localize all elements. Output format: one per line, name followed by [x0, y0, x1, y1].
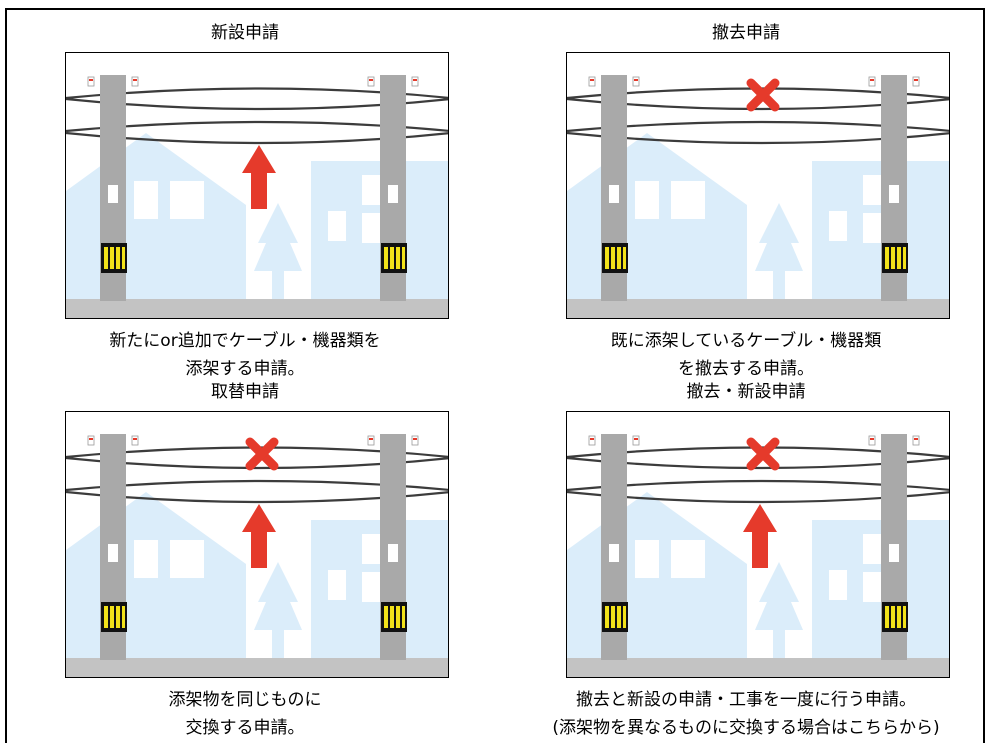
pole-illustration [65, 411, 449, 678]
transformer-icon [602, 243, 628, 273]
caption-line: 添架物を同じものに [168, 690, 322, 710]
ground [567, 658, 949, 677]
tree-icon [254, 562, 302, 660]
transformer-icon [101, 602, 127, 632]
caption-line: 撤去と新設の申請・工事を一度に行う申請。 [576, 690, 916, 710]
tree-icon [755, 203, 803, 301]
tree-icon [755, 562, 803, 660]
cross-icon [245, 437, 279, 471]
panel-title: 撤去申請 [712, 23, 780, 43]
utility-pole-icon [588, 75, 640, 301]
utility-pole-icon [367, 75, 419, 301]
utility-pole-icon [868, 75, 920, 301]
caption-line: 新たにor追加でケーブル・機器類を [109, 331, 381, 351]
transformer-icon [882, 243, 908, 273]
caption-line: (添架物を異なるものに交換する場合はこちらから) [552, 718, 940, 738]
up-arrow-icon [242, 145, 276, 209]
pole-illustration [566, 411, 950, 678]
ground [66, 299, 448, 318]
utility-pole-icon [87, 75, 139, 301]
panel-caption: 撤去と新設の申請・工事を一度に行う申請。 (添架物を異なるものに交換する場合はこ… [496, 686, 990, 742]
caption-line: 既に添架しているケーブル・機器類 [610, 331, 882, 351]
transformer-icon [101, 243, 127, 273]
caption-line: 交換する申請。 [185, 718, 305, 738]
ground [567, 299, 949, 318]
up-arrow-icon [242, 504, 276, 568]
transformer-icon [882, 602, 908, 632]
utility-pole-icon [87, 434, 139, 660]
utility-pole-icon [367, 434, 419, 660]
tree-icon [254, 203, 302, 301]
panel-title: 新設申請 [211, 23, 279, 43]
panel-title: 取替申請 [211, 382, 279, 402]
up-arrow-icon [743, 504, 777, 568]
cross-icon [746, 78, 780, 112]
panel-caption: 添架物を同じものに 交換する申請。 [0, 686, 495, 742]
utility-pole-icon [868, 434, 920, 660]
caption-line: を撤去する申請。 [678, 359, 814, 379]
diagram-frame: 新設申請 [5, 8, 985, 743]
cross-icon [746, 437, 780, 471]
transformer-icon [381, 602, 407, 632]
transformer-icon [381, 243, 407, 273]
caption-line: 添架する申請。 [185, 359, 305, 379]
panel-caption: 既に添架しているケーブル・機器類 を撤去する申請。 [496, 327, 990, 383]
pole-illustration [65, 52, 449, 319]
utility-pole-icon [588, 434, 640, 660]
transformer-icon [602, 602, 628, 632]
pole-illustration [566, 52, 950, 319]
panel-caption: 新たにor追加でケーブル・機器類を 添架する申請。 [0, 327, 495, 383]
ground [66, 658, 448, 677]
panel-title: 撤去・新設申請 [686, 382, 806, 402]
